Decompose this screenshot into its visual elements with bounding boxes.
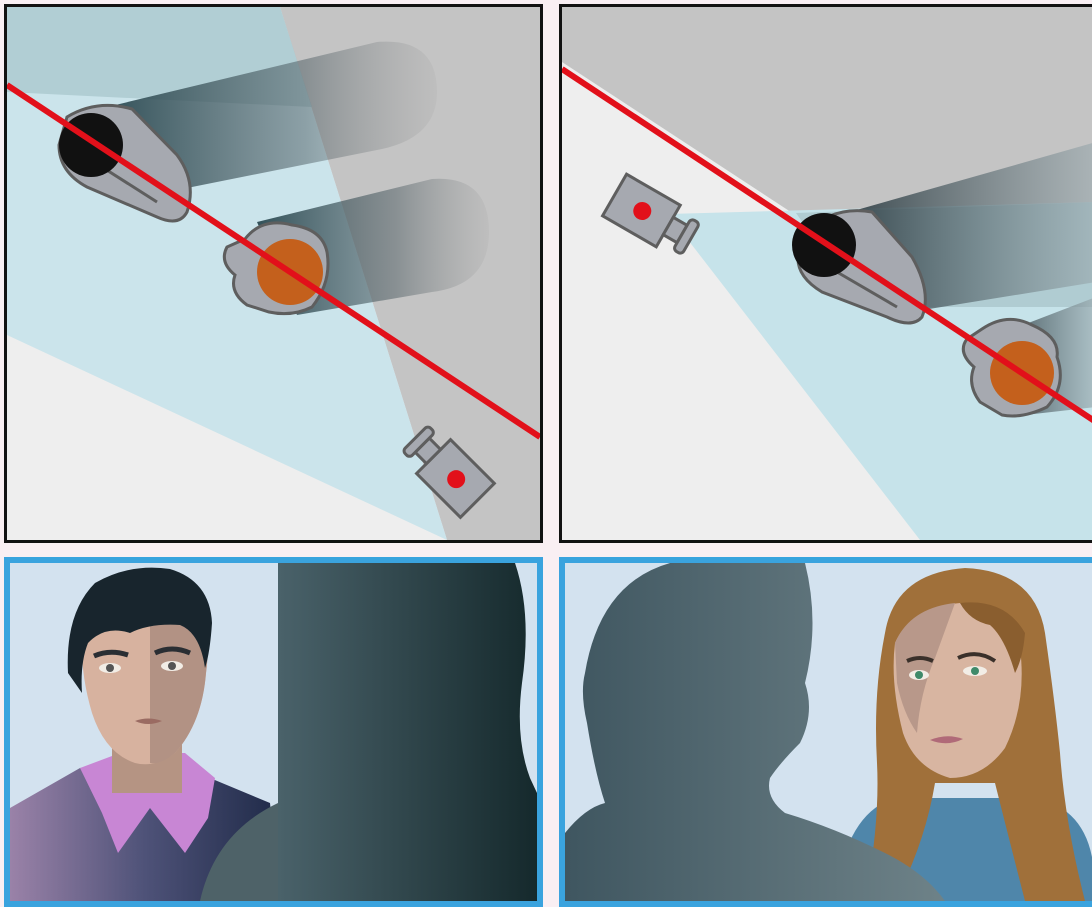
camera-shot-woman [559, 557, 1092, 907]
shot-illustration-woman [565, 563, 1092, 901]
camera-shot-man [4, 557, 543, 907]
overhead-view-left [4, 4, 543, 543]
overhead-diagram-right [562, 7, 1092, 540]
back-of-head-silhouette [278, 563, 537, 901]
overhead-view-right [559, 4, 1092, 543]
shot-illustration-man [10, 563, 537, 901]
overhead-diagram-left [7, 7, 540, 540]
